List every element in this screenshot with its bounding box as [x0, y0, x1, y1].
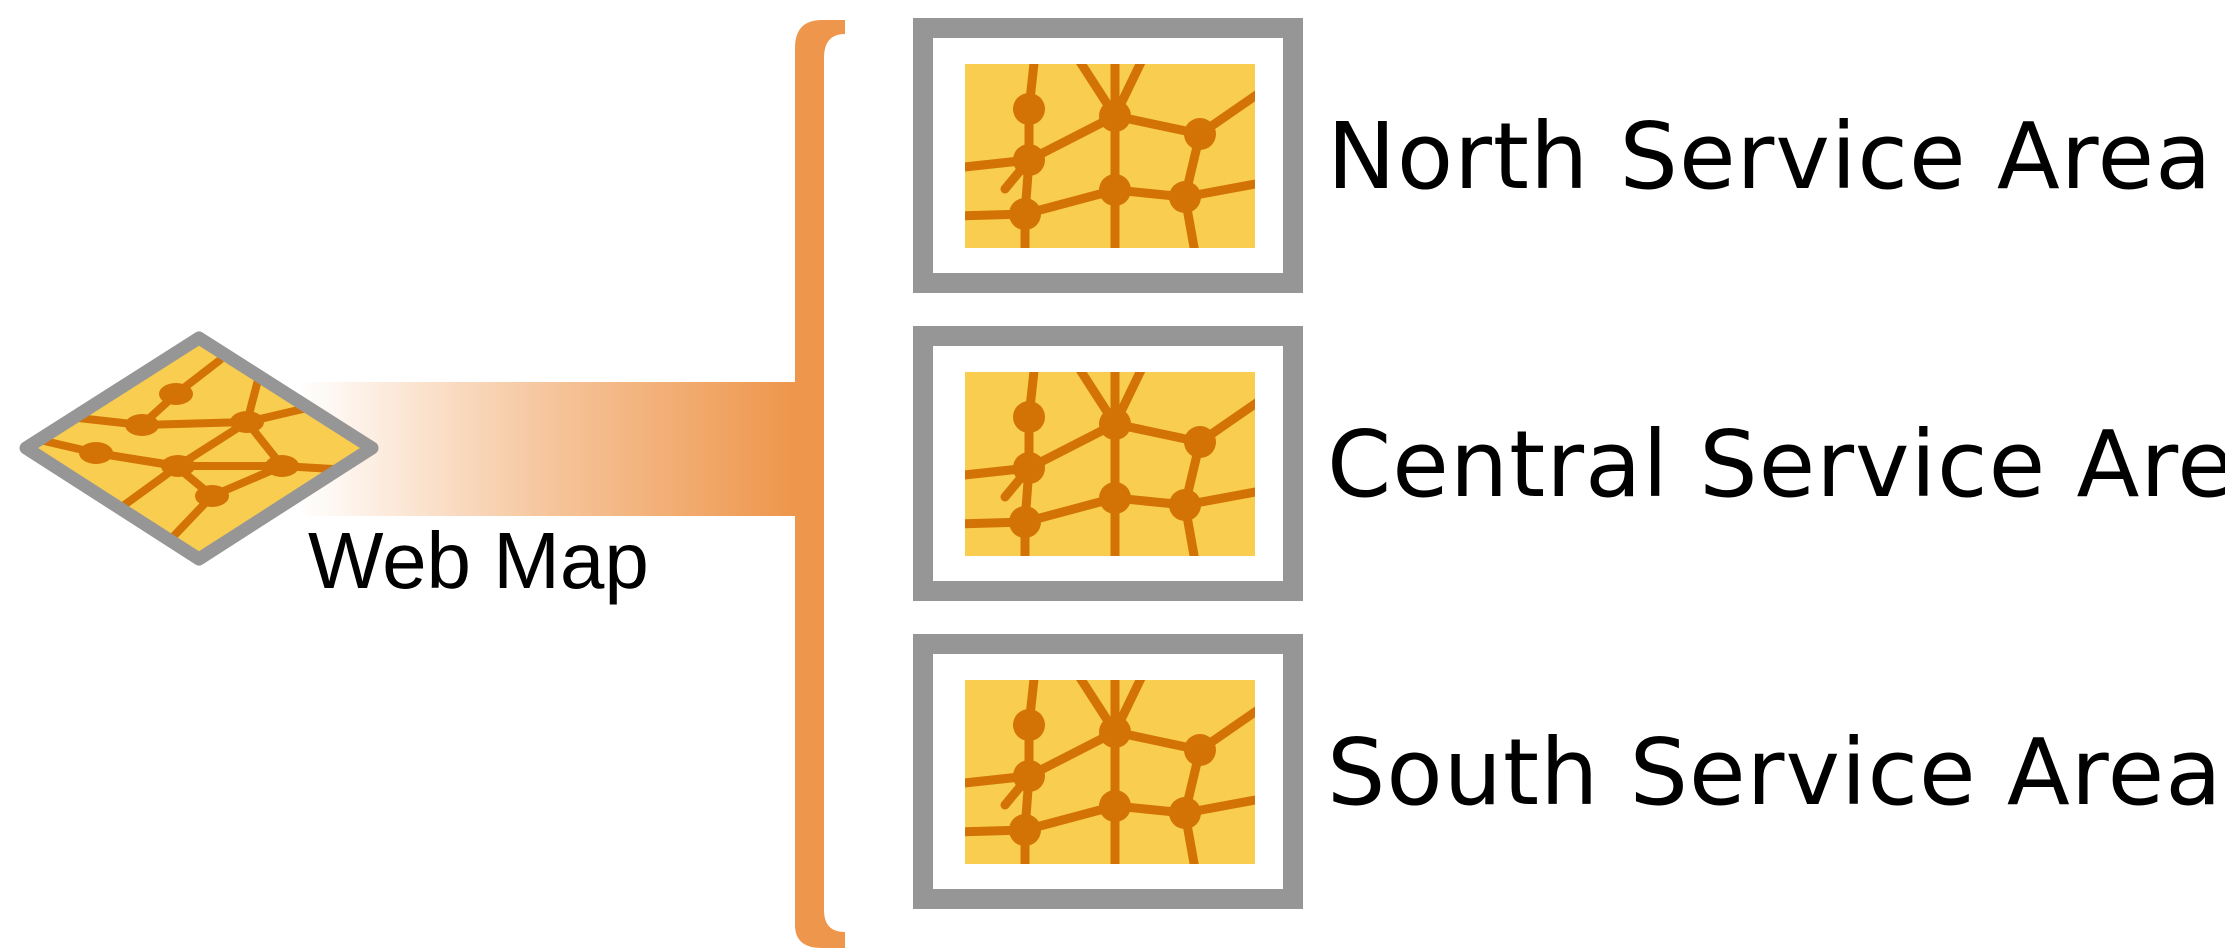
connector-band — [300, 382, 795, 516]
north-service-area-label: North Service Area — [1327, 103, 2213, 210]
bracket — [795, 20, 845, 948]
central-service-area-label: Central Service Area — [1327, 411, 2225, 518]
central-service-area-tile — [913, 326, 1303, 601]
map-tile-icon — [955, 352, 1265, 572]
south-service-area-label: South Service Area — [1327, 719, 2223, 826]
web-map-diamond-icon — [19, 331, 379, 566]
map-tile-icon — [955, 660, 1265, 880]
south-service-area-tile — [913, 634, 1303, 909]
north-service-area-tile — [913, 18, 1303, 293]
map-tile-icon — [955, 44, 1265, 264]
web-map-label: Web Map — [308, 516, 649, 605]
